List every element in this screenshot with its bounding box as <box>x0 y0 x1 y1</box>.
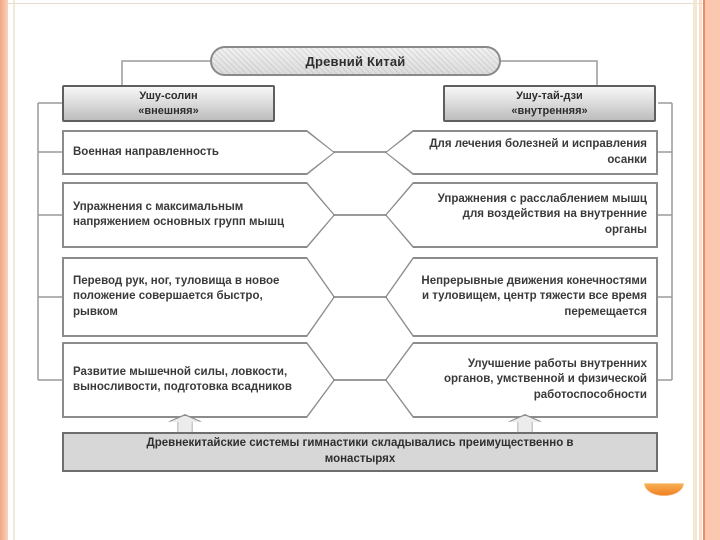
right-item-label: Упражнения с расслаблением мышц для возд… <box>437 193 647 236</box>
left-item-fast-movement: Перевод рук, ног, туловища в новое полож… <box>62 257 335 337</box>
right-header-line2: «внутренняя» <box>511 104 588 117</box>
right-border-light-stripe <box>699 0 702 540</box>
left-header-line2: «внешняя» <box>138 104 199 117</box>
right-border-cream-stripe <box>693 0 697 540</box>
right-border-orange-line <box>703 0 705 540</box>
orange-accent-shape <box>644 483 684 496</box>
right-border-salmon-stripe <box>705 0 720 540</box>
left-item-strength-development: Развитие мышечной силы, ловкости, выносл… <box>62 342 335 418</box>
left-border-stripe <box>0 0 8 540</box>
left-item-label: Развитие мышечной силы, ловкости, выносл… <box>73 365 292 393</box>
up-arrow-left <box>168 414 202 434</box>
right-header-line1: Ушу-тай-дзи <box>516 90 583 103</box>
right-item-continuous-movement: Непрерывные движения конечностями и туло… <box>385 257 658 337</box>
right-item-label: Для лечения болезней и исправления осанк… <box>429 138 647 166</box>
left-border-thin-stripe <box>13 0 15 540</box>
left-item-label: Упражнения с максимальным напряжением ос… <box>73 200 285 228</box>
left-item-label: Военная направленность <box>73 145 219 158</box>
right-item-label: Непрерывные движения конечностями и туло… <box>421 275 647 318</box>
left-item-military: Военная направленность <box>62 130 335 175</box>
up-arrow-right <box>508 414 542 434</box>
diagram-title: Древний Китай <box>210 46 501 76</box>
footer-note-box: Древнекитайские системы гимнастики склад… <box>62 432 658 472</box>
right-item-relaxation: Упражнения с расслаблением мышц для возд… <box>385 182 658 248</box>
right-column-header: Ушу-тай-дзи «внутренняя» <box>443 85 656 122</box>
footer-note-label: Древнекитайские системы гимнастики склад… <box>146 437 574 465</box>
left-item-label: Перевод рук, ног, туловища в новое полож… <box>73 275 280 318</box>
left-column-header: Ушу-солин «внешняя» <box>62 85 275 122</box>
diagram-title-label: Древний Китай <box>305 53 406 69</box>
right-item-label: Улучшение работы внутренних органов, умс… <box>444 358 647 401</box>
right-item-organ-improvement: Улучшение работы внутренних органов, умс… <box>385 342 658 418</box>
top-border-line <box>8 3 712 4</box>
right-item-healing: Для лечения болезней и исправления осанк… <box>385 130 658 175</box>
left-item-max-tension: Упражнения с максимальным напряжением ос… <box>62 182 335 248</box>
left-header-line1: Ушу-солин <box>139 90 198 103</box>
